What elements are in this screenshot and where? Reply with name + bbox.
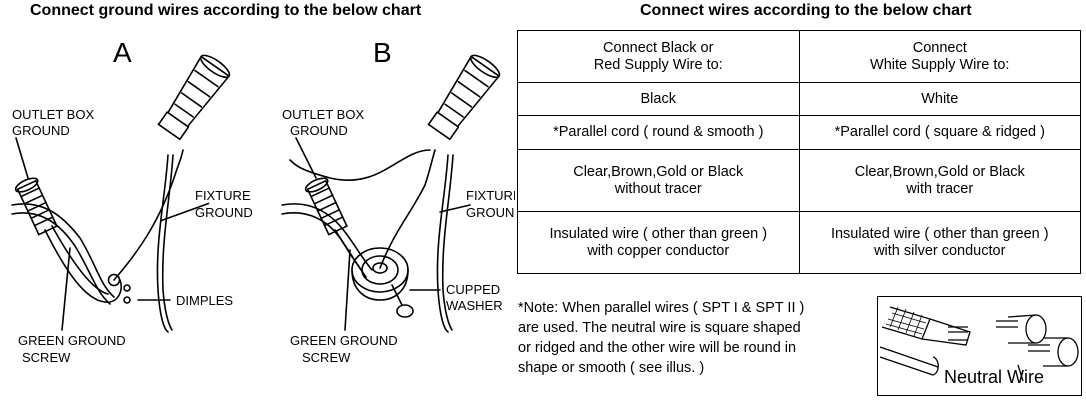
b-washer-label-2: WASHER [446, 298, 503, 313]
table-cell: Clear,Brown,Gold or Black without tracer [517, 149, 800, 212]
b-fixture-label-1: FIXTURE [466, 188, 515, 203]
a-outlet-label-1: OUTLET BOX [12, 107, 94, 122]
a-fixture-label-1: FIXTURE [195, 188, 251, 203]
b-outlet-label-1: OUTLET BOX [282, 107, 364, 122]
table-cell: *Parallel cord ( square & ridged ) [798, 115, 1081, 150]
wire-connection-table: Connect Black or Red Supply Wire to: Con… [517, 30, 1081, 274]
table-cell: Insulated wire ( other than green ) with… [798, 211, 1081, 274]
a-dimples-label: DIMPLES [176, 293, 233, 308]
diagram-b-letter: B [373, 37, 392, 68]
table-cell: White [798, 82, 1081, 116]
b-screw-label-1: GREEN GROUND [290, 333, 398, 348]
header-cell-black-red: Connect Black or Red Supply Wire to: [517, 30, 800, 83]
diagram-a-letter: A [113, 37, 132, 68]
a-outlet-label-2: GROUND [12, 123, 70, 138]
table-row: Black White [517, 82, 1081, 116]
diagram-b-drawing [281, 54, 501, 333]
a-fixture-label-2: GROUND [195, 205, 253, 220]
a-screw-label-1: GREEN GROUND [18, 333, 126, 348]
ground-wire-diagrams: A OUTLET BOX GROUND FIXTURE GROUND DIMPL… [11, 37, 515, 365]
parallel-wire-note: *Note: When parallel wires ( SPT I & SPT… [518, 300, 805, 376]
table-row: *Parallel cord ( round & smooth ) *Paral… [517, 115, 1081, 150]
table-cell: Black [517, 82, 800, 116]
wires-chart-title: Connect wires according to the below cha… [640, 2, 972, 19]
b-fixture-label-2: GROUND [466, 205, 515, 220]
b-outlet-label-2: GROUND [290, 123, 348, 138]
neutral-wire-label: Neutral Wire [944, 367, 1045, 387]
neutral-wire-illustration: Neutral Wire [877, 296, 1082, 396]
b-washer-label-1: CUPPED [446, 282, 500, 297]
table-header-row: Connect Black or Red Supply Wire to: Con… [517, 30, 1081, 83]
parallel-wire-drawing [879, 306, 1079, 382]
a-screw-label-2: SCREW [22, 350, 71, 365]
table-row: Insulated wire ( other than green ) with… [517, 211, 1081, 274]
table-row: Clear,Brown,Gold or Black without tracer… [517, 149, 1081, 212]
table-cell: Insulated wire ( other than green ) with… [517, 211, 800, 274]
table-cell: *Parallel cord ( round & smooth ) [517, 115, 800, 150]
ground-wires-title: Connect ground wires according to the be… [30, 2, 422, 19]
diagram-a-drawing [11, 54, 231, 333]
table-cell: Clear,Brown,Gold or Black with tracer [798, 149, 1081, 212]
header-cell-white: Connect White Supply Wire to: [798, 30, 1081, 83]
b-screw-label-2: SCREW [302, 350, 351, 365]
